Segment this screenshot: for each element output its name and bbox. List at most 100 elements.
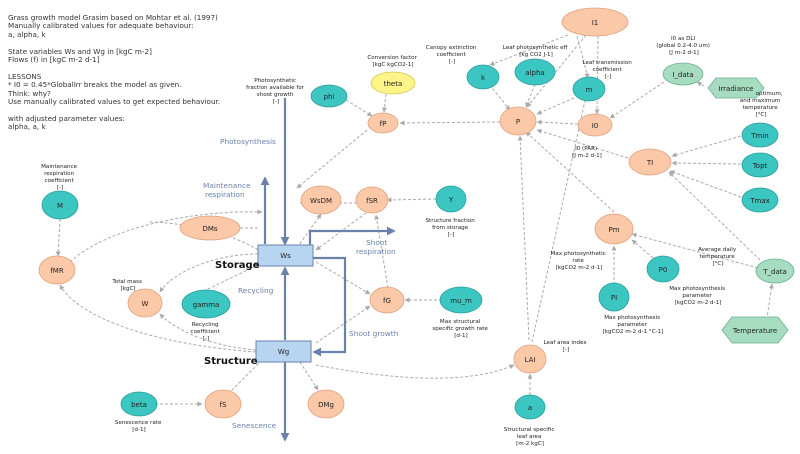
link-fG-fSR xyxy=(374,214,389,289)
node-k[interactable] xyxy=(466,64,500,90)
label-a: Structural specific leaf area [m-2 kgC] xyxy=(504,427,556,447)
link-Wg-fG xyxy=(315,305,371,344)
node-DMg[interactable] xyxy=(307,389,345,419)
node-W-label: W xyxy=(142,300,149,308)
label-line: Average daily xyxy=(698,247,737,253)
link-I0-I1 xyxy=(594,35,600,115)
label-T_data: Average daily temperature [°C] xyxy=(698,247,738,267)
node-Pm[interactable] xyxy=(594,213,634,245)
node-M-label: M xyxy=(57,202,63,210)
label-line: coefficient xyxy=(191,329,221,335)
node-fSR-label: fSR xyxy=(366,197,378,205)
label-line: Max photosynthesis xyxy=(669,286,725,292)
node-fS[interactable] xyxy=(204,389,242,419)
link-Topt-TI xyxy=(671,160,742,166)
node-Temperature-label: Temperature xyxy=(732,327,777,335)
node-Tmax[interactable] xyxy=(741,187,779,213)
link-Wg-DMg xyxy=(299,361,319,391)
node-I0-label: I0 xyxy=(592,122,599,130)
node-fSR[interactable] xyxy=(355,186,389,214)
link-alpha-P xyxy=(525,83,536,108)
node-Tmin[interactable] xyxy=(741,122,779,148)
label-line: Maintenance xyxy=(41,164,78,170)
node-Temperature[interactable] xyxy=(721,316,789,344)
node-WsDM[interactable] xyxy=(300,185,342,215)
node-I1[interactable] xyxy=(561,7,629,37)
node-Tmin-label: Tmin xyxy=(750,132,768,140)
label-line: specific growth rate xyxy=(432,326,488,332)
label-line: parameter xyxy=(617,322,647,328)
label-LAI: Leaf area index [-] xyxy=(544,340,589,353)
node-T_data-label: T_data xyxy=(762,268,787,276)
stock-Wg[interactable] xyxy=(255,340,312,363)
label-line: parameter xyxy=(682,293,712,299)
node-TI-label: TI xyxy=(646,159,653,167)
node-W[interactable] xyxy=(127,288,163,318)
label-line: [-] xyxy=(57,185,63,191)
node-M[interactable] xyxy=(41,190,79,220)
node-Pm-label: Pm xyxy=(608,226,619,234)
label-line: Total mass xyxy=(111,279,142,285)
node-m[interactable] xyxy=(572,76,606,102)
label-gamma: Recycling coefficient [-] xyxy=(191,322,222,342)
label-line: Senescence rate xyxy=(115,420,162,426)
label-line: [kgCO2 m-2 d-1 °C-1] xyxy=(603,329,664,335)
node-a-label: a xyxy=(528,404,532,412)
node-PI[interactable] xyxy=(598,282,630,312)
node-I0[interactable] xyxy=(577,113,613,137)
node-fG[interactable] xyxy=(369,286,405,314)
label-Pm: Max photosynthetic rate [kgCO2 m-2 d-1] xyxy=(550,251,607,271)
note-line: Think: why? xyxy=(8,88,51,98)
label-I0: I0 (PAR) [J m-2 d-1] xyxy=(572,146,602,159)
node-Y[interactable] xyxy=(435,185,467,213)
node-I_data[interactable] xyxy=(662,62,704,86)
label-line: and maximum xyxy=(740,98,781,104)
note-line: * I0 = 0.45*GlobalIrr breaks the model a… xyxy=(8,80,182,90)
stock-Ws[interactable] xyxy=(257,244,314,267)
note-line: State variables Ws and Wg in [kgC m-2] xyxy=(8,46,152,56)
flow-label-maintenance: Maintenance xyxy=(203,181,251,190)
flow-label-shoot: Shoot xyxy=(366,238,387,247)
node-Tmax-label: Tmax xyxy=(749,197,770,205)
structure-label: Structure xyxy=(204,356,258,367)
node-gamma[interactable] xyxy=(181,289,231,319)
label-line: Recycling xyxy=(192,322,219,328)
link-Tdata-TI xyxy=(668,171,761,261)
node-I1-label: I1 xyxy=(592,19,599,27)
node-Topt[interactable] xyxy=(741,152,779,178)
node-DMs[interactable] xyxy=(179,215,241,241)
node-P[interactable] xyxy=(499,106,537,136)
label-line: [kgCO2 m-2 d-1] xyxy=(556,265,603,271)
label-line: optimum, xyxy=(756,91,783,97)
node-theta[interactable] xyxy=(370,71,416,95)
label-line: Max photosynthesis xyxy=(604,315,660,321)
label-line: [°C] xyxy=(755,112,766,118)
node-phi[interactable] xyxy=(310,84,348,108)
flow-label-shoot-growth: Shoot growth xyxy=(349,329,399,338)
node-Irradiance[interactable] xyxy=(707,77,765,99)
node-beta[interactable] xyxy=(120,391,158,417)
label-line: coefficient xyxy=(437,52,467,58)
node-I_data-label: I_data xyxy=(672,71,693,79)
node-fP[interactable] xyxy=(367,112,399,134)
node-T_data[interactable] xyxy=(755,258,795,284)
node-WsDM-label: WsDM xyxy=(310,197,332,205)
node-fG-label: fG xyxy=(383,297,391,305)
label-line: [d-1] xyxy=(132,427,146,433)
node-alpha[interactable] xyxy=(514,58,556,86)
node-P0[interactable] xyxy=(646,255,680,283)
node-TI[interactable] xyxy=(628,148,672,176)
label-line: [kg CO2 J-1] xyxy=(519,52,553,58)
label-line: shoot growth xyxy=(257,92,294,98)
link-Ws-fG xyxy=(315,261,371,295)
label-k: Canopy extinction coefficient [-] xyxy=(426,45,478,65)
link-gamma-recycle xyxy=(184,263,261,301)
node-LAI[interactable] xyxy=(513,344,547,374)
node-LAI-label: LAI xyxy=(525,356,536,364)
node-a[interactable] xyxy=(514,394,546,420)
link-Wg-fMR xyxy=(59,284,257,353)
label-temperatures: optimum, and maximum temperature [°C] xyxy=(740,91,785,118)
node-fMR[interactable] xyxy=(38,255,76,285)
node-mu_m[interactable] xyxy=(439,286,483,314)
